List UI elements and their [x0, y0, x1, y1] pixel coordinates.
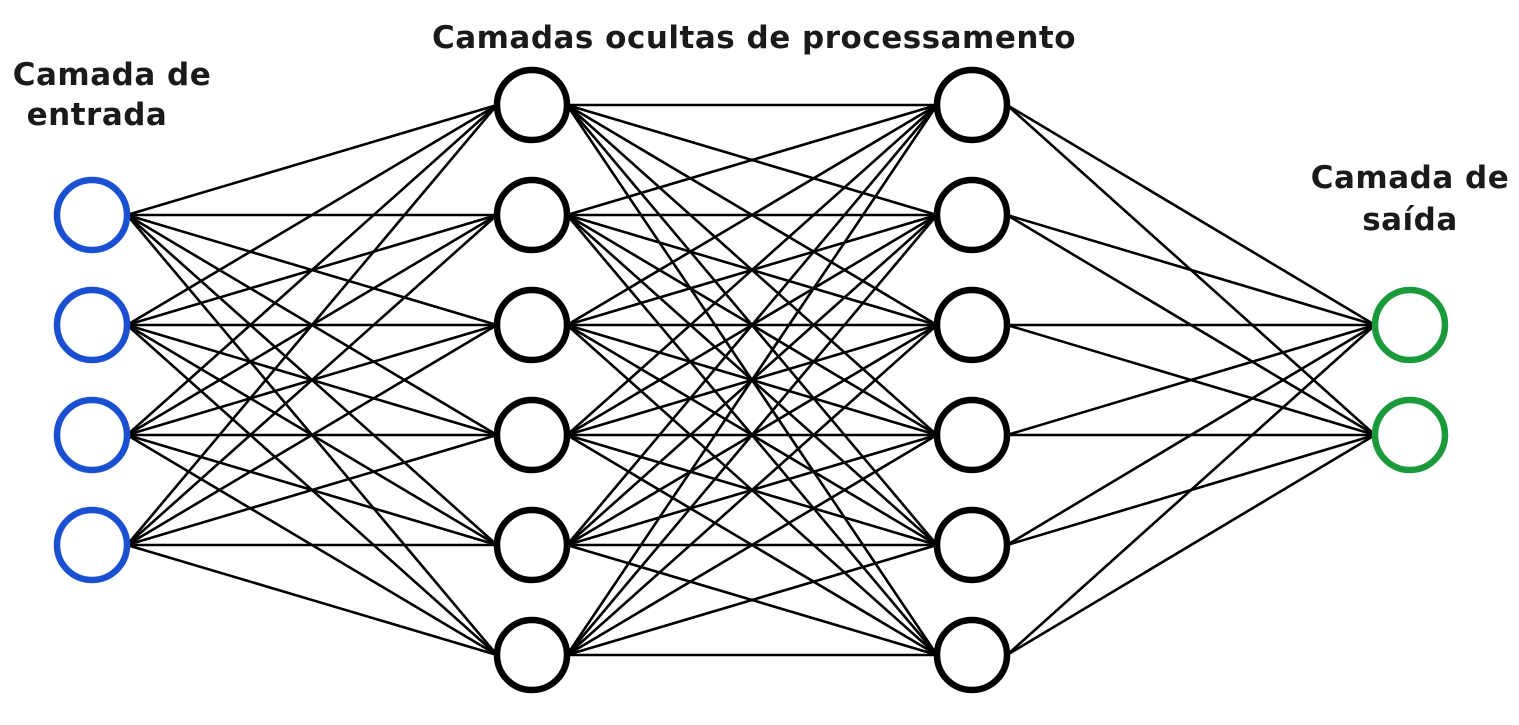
connection-input-4-to-hidden-1-2 [125, 213, 499, 547]
neuron-hidden-2-2 [933, 176, 1011, 254]
output-layer-label-line-1: Camada de [1311, 160, 1510, 196]
connection-input-4-to-hidden-1-1 [125, 103, 499, 547]
connection-hidden-1-6-to-hidden-2-4 [565, 433, 939, 657]
neuron-hidden-2-1 [933, 66, 1011, 144]
connection-hidden-2-6-to-output-1 [1005, 323, 1377, 657]
neuron-input-4 [53, 506, 131, 584]
connection-input-1-to-hidden-1-1 [125, 103, 499, 217]
connection-hidden-1-6-to-hidden-2-5 [565, 543, 939, 657]
connection-hidden-2-4-to-output-1 [1005, 323, 1377, 437]
neuron-input-1 [53, 176, 131, 254]
neuron-hidden-1-6 [493, 616, 571, 694]
connection-input-2-to-hidden-1-1 [125, 103, 499, 327]
neuron-hidden-1-5 [493, 506, 571, 584]
connection-input-4-to-hidden-1-4 [125, 433, 499, 547]
neuron-hidden-2-3 [933, 286, 1011, 364]
connection-hidden-1-6-to-hidden-2-3 [565, 323, 939, 657]
connection-input-3-to-hidden-1-1 [125, 103, 499, 437]
neuron-hidden-2-5 [933, 506, 1011, 584]
neuron-hidden-2-6 [933, 616, 1011, 694]
neuron-hidden-1-1 [493, 66, 571, 144]
neuron-hidden-1-4 [493, 396, 571, 474]
connection-hidden-2-6-to-output-2 [1005, 433, 1377, 657]
input-layer-label-line-2: entrada [27, 97, 168, 133]
connection-hidden-2-2-to-output-1 [1005, 213, 1377, 327]
neuron-input-2 [53, 286, 131, 364]
connection-hidden-1-6-to-hidden-2-1 [565, 103, 939, 657]
connections [125, 103, 1377, 657]
connection-hidden-1-5-to-hidden-2-1 [565, 103, 939, 547]
connection-input-4-to-hidden-1-6 [125, 543, 499, 657]
connection-hidden-1-4-to-hidden-2-1 [565, 103, 939, 437]
neuron-hidden-1-3 [493, 286, 571, 364]
neuron-input-3 [53, 396, 131, 474]
hidden-layers-title: Camadas ocultas de processamento [432, 20, 1076, 56]
neuron-output-1 [1371, 286, 1449, 364]
connection-input-4-to-hidden-1-3 [125, 323, 499, 547]
neuron-hidden-1-2 [493, 176, 571, 254]
labels: Camadas ocultas de processamento Camada … [13, 20, 1510, 238]
connection-hidden-2-5-to-output-1 [1005, 323, 1377, 547]
input-layer-label-line-1: Camada de [13, 57, 212, 93]
output-layer-label-line-2: saída [1362, 202, 1458, 238]
neuron-output-2 [1371, 396, 1449, 474]
connection-hidden-1-6-to-hidden-2-2 [565, 213, 939, 657]
connection-hidden-2-1-to-output-1 [1005, 103, 1377, 327]
connection-hidden-1-2-to-hidden-2-1 [565, 103, 939, 217]
connection-hidden-1-3-to-hidden-2-1 [565, 103, 939, 327]
neurons [53, 66, 1449, 694]
neuron-hidden-2-4 [933, 396, 1011, 474]
